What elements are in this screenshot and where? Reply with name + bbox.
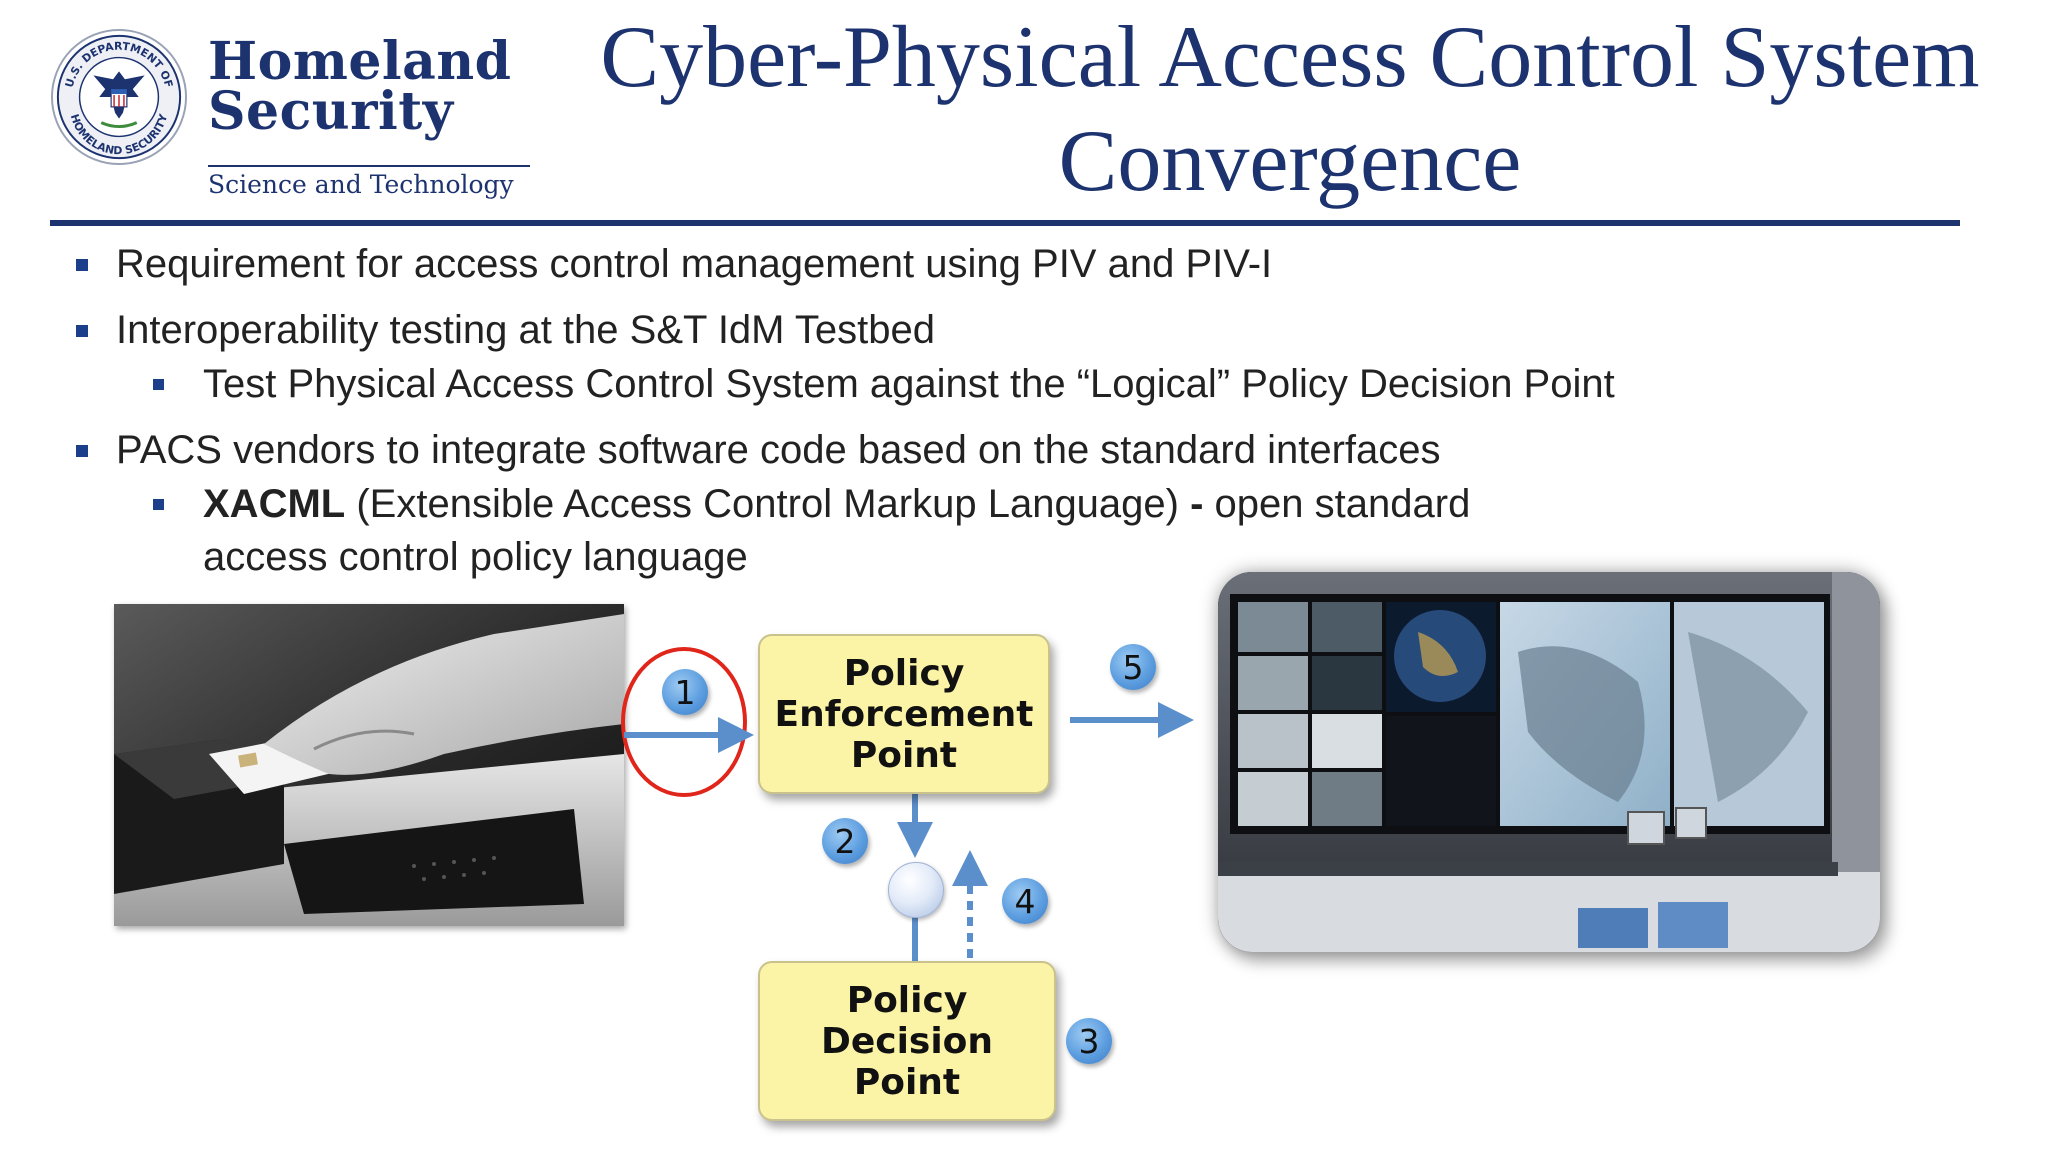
policy-decision-point-box: Policy Decision Point — [758, 961, 1056, 1121]
card-reader-photo — [114, 604, 624, 926]
bullet-continuation: access control policy language — [203, 535, 748, 579]
bullet-text: (Extensible Access Control Markup Langua… — [345, 482, 1191, 526]
xacml-term: XACML — [203, 482, 346, 526]
header-divider — [50, 220, 1960, 226]
bullet-dash: - — [1190, 482, 1204, 526]
control-room-photo — [1218, 572, 1880, 952]
bullet-text: Interoperability testing at the S&T IdM … — [116, 308, 935, 352]
bullet-square-icon — [153, 379, 164, 390]
sub-bullet-item: Test Physical Access Control System agai… — [153, 360, 1615, 408]
bullet-square-icon — [76, 445, 88, 457]
step-badge-4: 4 — [1002, 878, 1048, 924]
slide-title-line1: Cyber-Physical Access Control System — [600, 9, 1980, 106]
step-badge-1: 1 — [662, 669, 708, 715]
bullet-item: Interoperability testing at the S&T IdM … — [76, 306, 935, 354]
bullet-square-icon — [76, 259, 88, 271]
policy-enforcement-point-box: Policy Enforcement Point — [758, 634, 1050, 794]
step-badge-3: 3 — [1066, 1018, 1112, 1064]
sub-bullet-item: XACML (Extensible Access Control Markup … — [153, 480, 1471, 528]
bullet-text: Requirement for access control managemen… — [116, 242, 1273, 286]
bullet-item: Requirement for access control managemen… — [76, 240, 1273, 288]
bullet-text-tail: open standard — [1203, 482, 1471, 526]
bullet-text: PACS vendors to integrate software code … — [116, 428, 1441, 472]
step-badge-2: 2 — [822, 818, 868, 864]
bullet-item: PACS vendors to integrate software code … — [76, 426, 1441, 474]
slide-title-line2: Convergence — [1058, 113, 1522, 210]
bullet-square-icon — [153, 499, 164, 510]
org-divider — [208, 165, 530, 167]
org-name-line1: Homeland — [208, 31, 512, 92]
dhs-seal-logo: U.S. DEPARTMENT OF HOMELAND SECURITY — [50, 28, 188, 166]
decision-node-sphere — [888, 862, 944, 918]
step-badge-5: 5 — [1110, 644, 1156, 690]
org-name-line2: Security — [208, 81, 454, 142]
bullet-square-icon — [76, 325, 88, 337]
org-subtitle: Science and Technology — [208, 170, 514, 199]
bullet-text: Test Physical Access Control System agai… — [203, 362, 1615, 406]
